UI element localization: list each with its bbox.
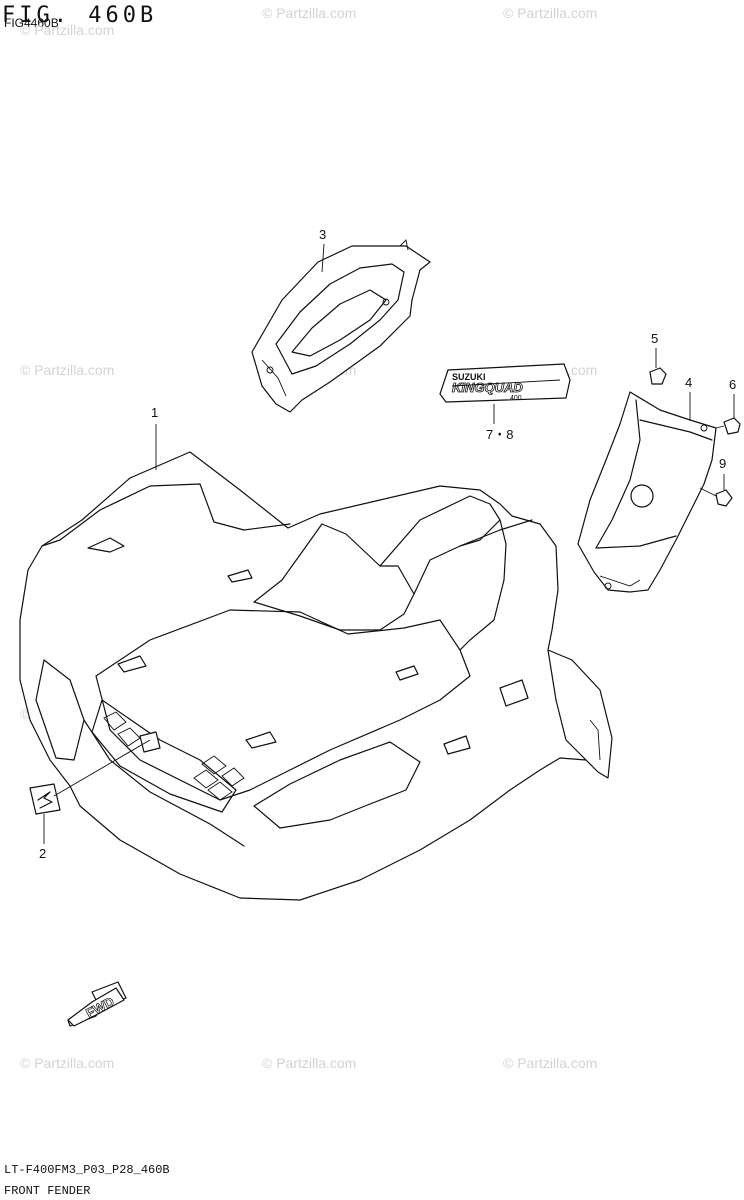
part-3-inner-panel[interactable] [251,239,431,413]
watermark: © Partzilla.com [20,362,115,378]
callout-1[interactable]: 1 [151,405,159,420]
decal-brand-text: SUZUKI [452,372,486,382]
watermark: © Partzilla.com [262,1055,357,1071]
watermark: © Partzilla.com [503,1055,598,1071]
footer-model-code: LT-F400FM3_P03_P28_460B [4,1163,170,1177]
part-1-front-fender[interactable] [19,451,613,901]
watermark: © Partzilla.com [20,1055,115,1071]
callout-5[interactable]: 5 [651,331,659,346]
decal-suffix-text: 400 [510,395,522,402]
part-4-side-cover[interactable] [577,391,717,593]
callout-4[interactable]: 4 [685,375,693,390]
footer-section-name: FRONT FENDER [4,1184,91,1198]
fwd-label: FWD [83,994,116,1021]
watermark: © Partzilla.com [503,5,598,21]
fwd-direction-arrow: FWD [67,981,127,1027]
watermark: © Partzilla.com [20,22,115,38]
callout-2[interactable]: 2 [39,846,47,861]
part-6-screw[interactable] [715,394,741,435]
figure-subtitle: FIG4460B [4,16,59,30]
decal-model-text: KINGQUAD [452,380,523,395]
part-2-emblem[interactable] [29,731,161,815]
callout-6[interactable]: 6 [729,377,737,392]
callout-7-8[interactable]: 7・8 [486,427,514,442]
leader-lines [43,243,691,844]
callout-3[interactable]: 3 [319,227,327,242]
callout-9[interactable]: 9 [719,456,727,471]
part-5-clip[interactable] [649,348,667,385]
part-9-screw[interactable] [699,474,733,507]
figure-title: FIG. 460B [2,3,158,28]
part-7-8-decal[interactable]: SUZUKI KINGQUAD 400 [439,363,571,403]
watermark: © Partzilla.com [262,5,357,21]
